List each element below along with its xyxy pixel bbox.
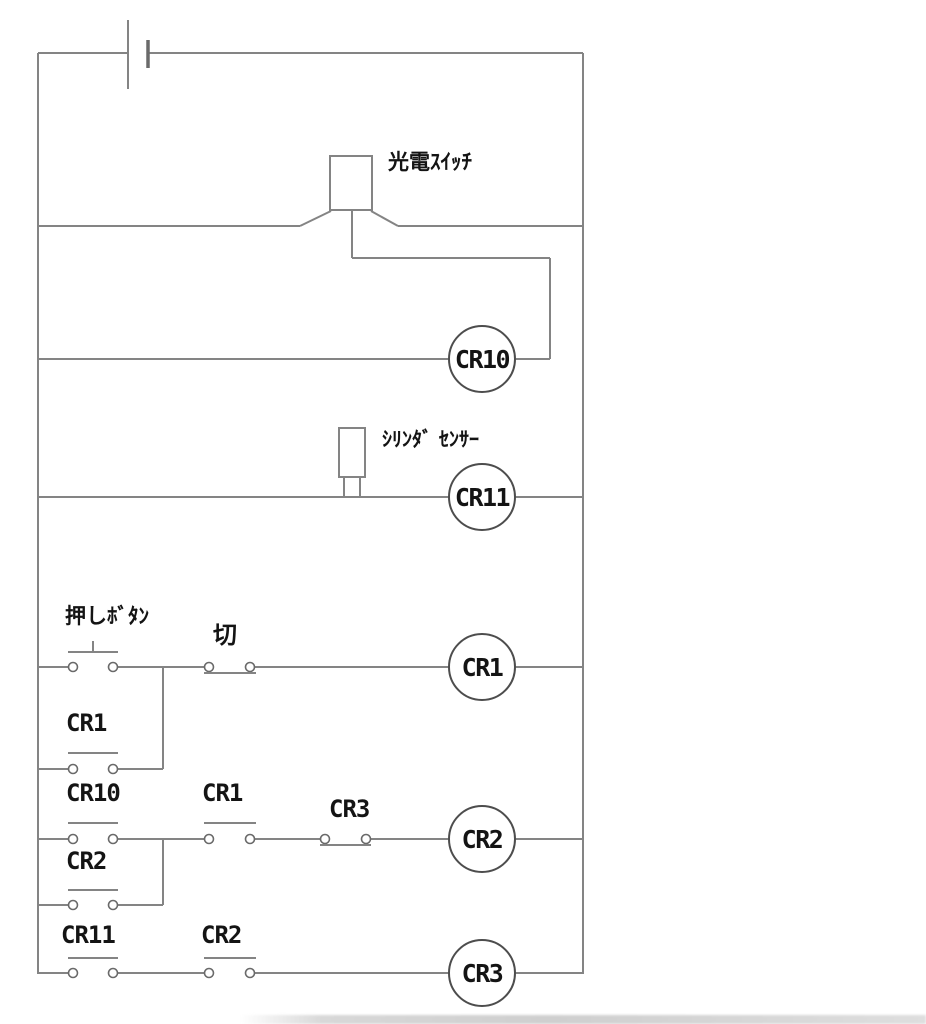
cr3-nc-contact-label: CR3 (329, 795, 370, 823)
cr1-coil-icon (448, 633, 516, 701)
cr11-coil-icon (448, 463, 516, 531)
photo-switch-label: 光電ｽｲｯﾁ (388, 150, 472, 174)
cr2-hold-contact-label: CR2 (66, 847, 107, 875)
photo-switch-icon (329, 155, 373, 211)
push-button-contact-icon (67, 641, 119, 673)
cr1-hold-branch-wire (38, 667, 164, 770)
bottom-edge-artifact (240, 1015, 926, 1024)
cr10-coil-icon (448, 325, 516, 393)
cr11-coil-label: CR11 (454, 482, 511, 512)
cr1-hold-contact-label: CR1 (66, 709, 107, 737)
off-nc-contact-icon (203, 661, 256, 674)
cr10-contact-icon (67, 822, 119, 845)
cylinder-sensor-icon (338, 427, 366, 497)
photo-switch-rung-wire (38, 210, 583, 227)
cr2-coil-icon (448, 805, 516, 873)
cylinder-sensor-label: ｼﾘﾝﾀﾞ ｾﾝｻｰ (382, 427, 479, 451)
cr2-hold-branch-wire (38, 839, 164, 906)
cr2-contact-icon (203, 957, 256, 979)
cr3-coil-label: CR3 (461, 958, 504, 988)
cr11-contact-icon (67, 957, 119, 979)
cr1-contact-label: CR1 (202, 779, 243, 807)
cr3-nc-contact-icon (319, 833, 372, 846)
cr1-hold-contact-icon (67, 752, 119, 775)
photo-switch-output-wire (351, 210, 551, 360)
cr1-coil-label: CR1 (461, 652, 504, 682)
cr11-contact-label: CR11 (61, 921, 116, 949)
off-contact-label: 切 (213, 621, 237, 649)
cr2-hold-contact-icon (67, 889, 119, 911)
cr10-contact-label: CR10 (66, 779, 121, 807)
push-button-label: 押しﾎﾞﾀﾝ (65, 604, 149, 628)
cr10-coil-label: CR10 (454, 344, 511, 374)
battery-icon (127, 20, 150, 89)
cr2-contact-label: CR2 (201, 921, 242, 949)
cr3-coil-icon (448, 939, 516, 1007)
cr2-coil-label: CR2 (461, 824, 504, 854)
cr1-contact-icon (203, 822, 256, 845)
